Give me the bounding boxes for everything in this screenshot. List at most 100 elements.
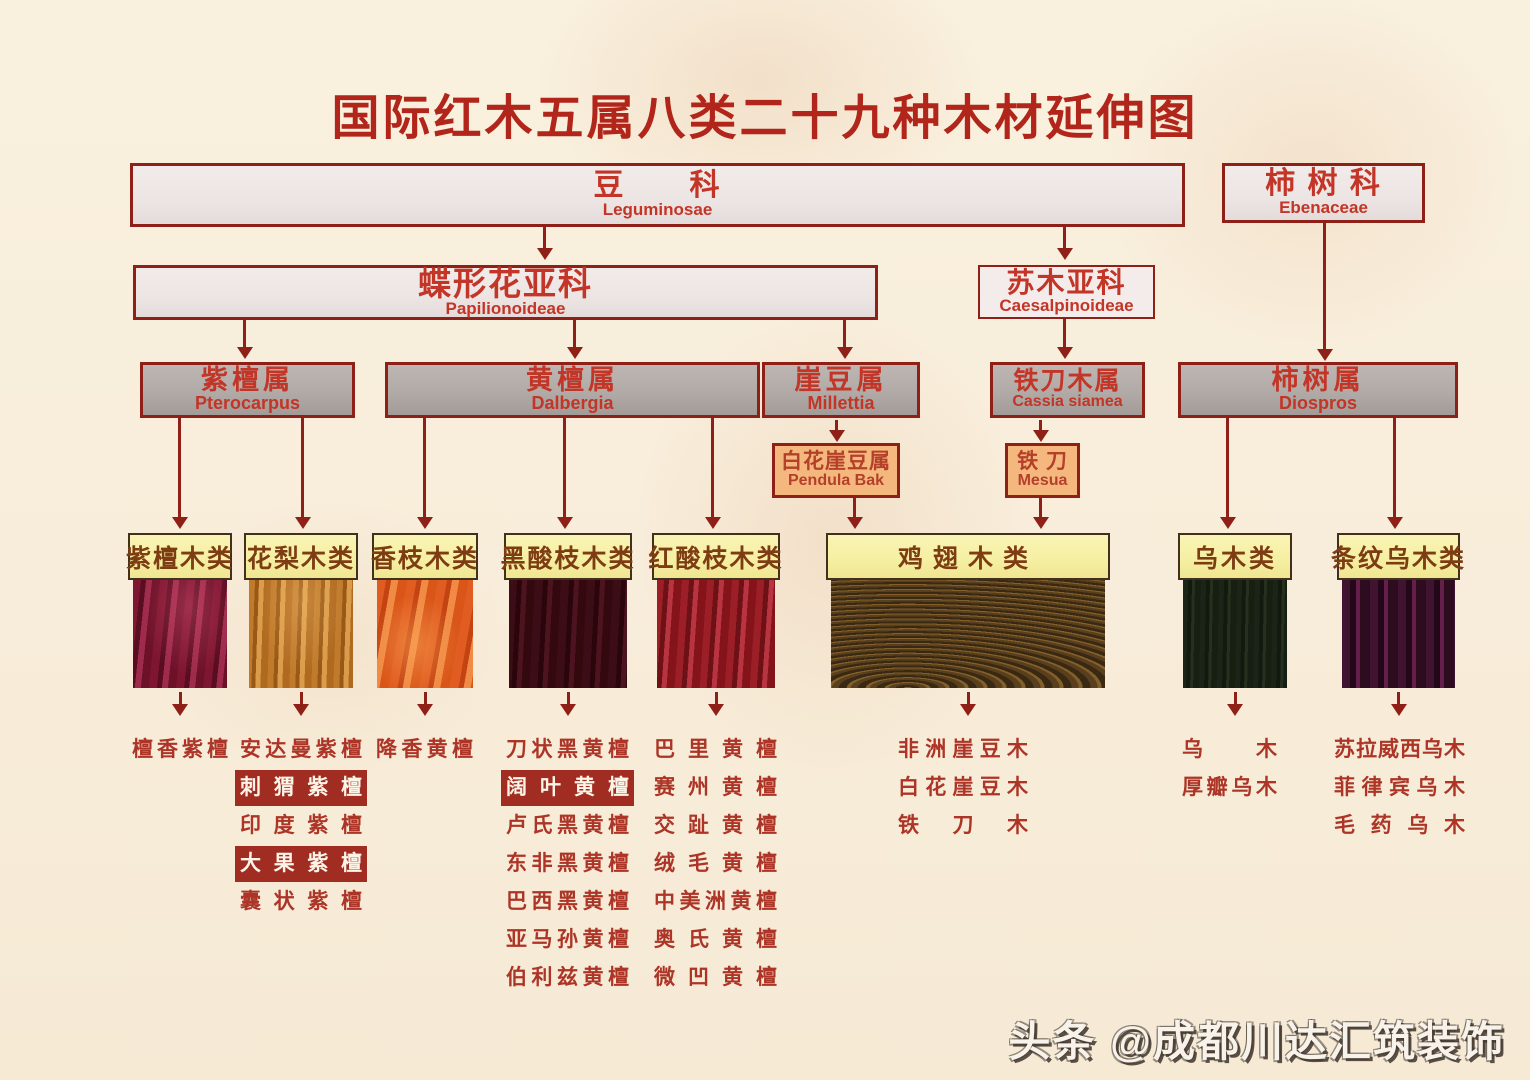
genus-pterocarpus-latin: Pterocarpus: [194, 393, 301, 414]
arrow-leguminosae-papilionoideae: [543, 227, 546, 249]
category-label-5: 鸡翅木类: [826, 533, 1110, 580]
subfamily-box-caesalpinoideae: 苏木亚科 Caesalpinoideae: [978, 265, 1155, 319]
arrow-dalbergia-xiangzhi: [423, 418, 426, 518]
wood-item: 毛药乌木: [1334, 814, 1465, 837]
wood-item: 交趾黄檀: [654, 814, 777, 837]
wood-item: 囊状紫檀: [240, 890, 362, 913]
wood-item: 铁刀木: [898, 814, 1028, 837]
category-label-6: 乌木类: [1178, 533, 1292, 580]
wood-list-1: 安达曼紫檀刺猬紫檀印度紫檀大果紫檀囊状紫檀: [235, 737, 367, 927]
wood-swatch-5: [831, 580, 1105, 688]
wood-item: 降香黄檀: [376, 738, 473, 761]
wood-item: 苏拉威西乌木: [1334, 738, 1465, 761]
arrow-pendula-jichi: [853, 498, 856, 518]
arrow-papilionoideae-pterocarpus: [243, 320, 246, 348]
arrow-dalbergia-heisuanzhi: [563, 418, 566, 518]
arrow-millettia-pendula: [835, 420, 838, 431]
genus-millettia-cn: 崖豆属: [794, 364, 888, 395]
genus-pterocarpus-cn: 紫檀属: [201, 364, 294, 395]
wood-item: 绒毛黄檀: [654, 852, 777, 875]
genus-dalbergia-latin: Dalbergia: [531, 393, 614, 414]
wood-item: 厚瓣乌木: [1182, 776, 1277, 799]
arrow-papilionoideae-millettia: [843, 320, 846, 348]
genus-box-millettia: 崖豆属 Millettia: [762, 362, 920, 418]
watermark: 头条 @成都川达汇筑装饰: [1008, 1018, 1505, 1065]
arrow-ebenaceae-diospros: [1323, 222, 1326, 350]
subfamily-box-papilionoideae: 蝶形花亚科 Papilionoideae: [133, 265, 878, 320]
arrow-category-list-4: [714, 692, 718, 705]
wood-swatch-3: [509, 580, 627, 688]
family-ebenaceae-cn: 柿 树 科: [1265, 166, 1382, 200]
wood-list-2: 降香黄檀: [376, 737, 473, 775]
wood-item: 安达曼紫檀: [240, 738, 362, 761]
arrow-cassia-mesua: [1039, 420, 1042, 431]
wood-list-7: 苏拉威西乌木菲律宾乌木毛药乌木: [1334, 737, 1465, 851]
subfamily-papilionoideae-latin: Papilionoideae: [445, 299, 566, 319]
arrow-leguminosae-caesalpinoideae: [1063, 227, 1066, 249]
intermediate-box-pendula-bak: 白花崖豆属 Pendula Bak: [772, 443, 900, 498]
wood-item: 卢氏黑黄檀: [506, 814, 629, 837]
arrow-diospros-wumu: [1226, 418, 1229, 518]
category-label-1: 花梨木类: [244, 533, 358, 580]
genus-diospros-cn: 柿树属: [1271, 364, 1365, 395]
genus-cassia-latin: Cassia siamea: [1012, 393, 1123, 411]
category-label-7: 条纹乌木类: [1331, 533, 1464, 580]
family-ebenaceae-latin: Ebenaceae: [1279, 198, 1368, 218]
arrow-category-list-7: [1397, 692, 1400, 705]
wood-item: 微凹黄檀: [654, 966, 777, 989]
wood-swatch-2: [377, 580, 473, 688]
category-label-3: 黑酸枝木类: [501, 533, 634, 580]
wood-list-6: 乌木厚瓣乌木: [1182, 737, 1277, 813]
intermediate-mesua-cn: 铁 刀: [1017, 450, 1068, 474]
family-box-leguminosae: 豆 科 Leguminosae: [130, 163, 1185, 227]
arrow-category-list-2: [423, 692, 427, 705]
wood-item: 白花崖豆木: [898, 776, 1028, 799]
wood-swatch-4: [657, 580, 775, 688]
wood-list-4: 巴里黄檀赛州黄檀交趾黄檀绒毛黄檀中美洲黄檀奥氏黄檀微凹黄檀: [654, 737, 777, 1003]
genus-box-dalbergia: 黄檀属 Dalbergia: [385, 362, 760, 418]
arrow-papilionoideae-dalbergia: [573, 320, 576, 348]
genus-diospros-latin: Diospros: [1278, 393, 1357, 414]
page-title: 国际红木五属八类二十九种木材延伸图: [331, 92, 1199, 145]
genus-dalbergia-cn: 黄檀属: [526, 364, 619, 395]
wood-item: 奥氏黄檀: [654, 928, 777, 951]
subfamily-papilionoideae-cn: 蝶形花亚科: [418, 264, 593, 302]
arrow-pterocarpus-huali: [301, 418, 304, 518]
arrow-category-list-0: [178, 692, 182, 705]
genus-box-diospros: 柿树属 Diospros: [1178, 362, 1458, 418]
arrow-diospros-tiaowen: [1393, 418, 1396, 518]
genus-box-cassia: 铁刀木属 Cassia siamea: [990, 362, 1145, 418]
arrow-pterocarpus-zitan: [178, 418, 181, 518]
family-leguminosae-latin: Leguminosae: [602, 200, 713, 220]
wood-swatch-6: [1183, 580, 1287, 688]
intermediate-box-mesua: 铁 刀 Mesua: [1005, 443, 1080, 498]
genus-box-pterocarpus: 紫檀属 Pterocarpus: [140, 362, 355, 418]
wood-item: 亚马孙黄檀: [506, 928, 629, 951]
wood-item: 中美洲黄檀: [654, 890, 777, 913]
wood-swatch-7: [1342, 580, 1455, 688]
wood-item-highlighted: 阔叶黄檀: [501, 770, 634, 806]
wood-item: 乌木: [1182, 738, 1277, 761]
genus-cassia-cn: 铁刀木属: [1013, 366, 1122, 395]
category-label-2: 香枝木类: [371, 533, 478, 580]
family-leguminosae-cn: 豆 科: [593, 168, 722, 202]
wood-item-highlighted: 大果紫檀: [235, 846, 367, 882]
arrow-category-list-3: [566, 692, 570, 705]
arrow-category-list-6: [1233, 692, 1237, 705]
category-label-0: 紫檀木类: [126, 533, 232, 580]
wood-item: 巴西黑黄檀: [506, 890, 629, 913]
intermediate-pendula-bak-latin: Pendula Bak: [787, 471, 885, 489]
arrow-category-list-1: [299, 692, 303, 705]
wood-item: 檀香紫檀: [132, 738, 228, 761]
genus-millettia-latin: Millettia: [807, 393, 875, 414]
wood-swatch-1: [249, 580, 353, 688]
wood-list-3: 刀状黑黄檀阔叶黄檀卢氏黑黄檀东非黑黄檀巴西黑黄檀亚马孙黄檀伯利兹黄檀: [501, 737, 634, 1003]
arrow-dalbergia-hongsuanzhi: [711, 418, 714, 518]
wood-item: 非洲崖豆木: [898, 738, 1028, 761]
wood-item: 印度紫檀: [240, 814, 362, 837]
subfamily-caesalpinoideae-latin: Caesalpinoideae: [999, 296, 1134, 316]
wood-list-5: 非洲崖豆木白花崖豆木铁刀木: [898, 737, 1028, 851]
intermediate-mesua-latin: Mesua: [1017, 471, 1068, 489]
intermediate-pendula-bak-cn: 白花崖豆属: [781, 450, 891, 474]
